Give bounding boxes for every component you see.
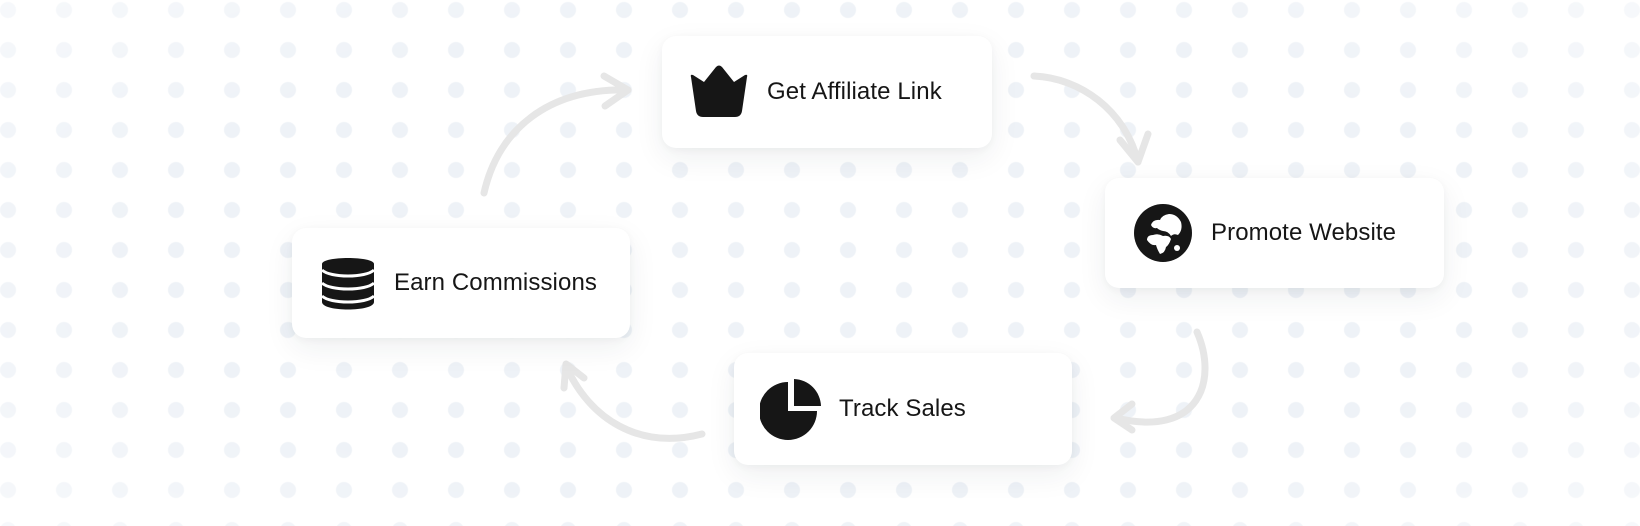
step-card-get-affiliate-link: Get Affiliate Link — [662, 36, 992, 148]
arrow-promote-to-track — [1110, 328, 1209, 434]
step-label: Track Sales — [839, 395, 966, 422]
arrow-track-to-earn — [560, 360, 706, 442]
step-card-earn-commissions: Earn Commissions — [292, 228, 630, 338]
step-card-promote-website: Promote Website — [1105, 178, 1444, 288]
crown-icon — [688, 65, 750, 119]
step-label: Earn Commissions — [394, 269, 597, 296]
arrow-affiliate-to-promote — [1030, 72, 1152, 166]
database-coins-icon — [320, 252, 376, 314]
step-card-track-sales: Track Sales — [734, 353, 1072, 465]
step-label: Promote Website — [1211, 219, 1397, 246]
arrow-earn-to-affiliate — [480, 72, 632, 197]
pie-chart-icon — [760, 378, 822, 440]
step-label: Get Affiliate Link — [767, 78, 942, 105]
globe-icon — [1133, 203, 1193, 263]
